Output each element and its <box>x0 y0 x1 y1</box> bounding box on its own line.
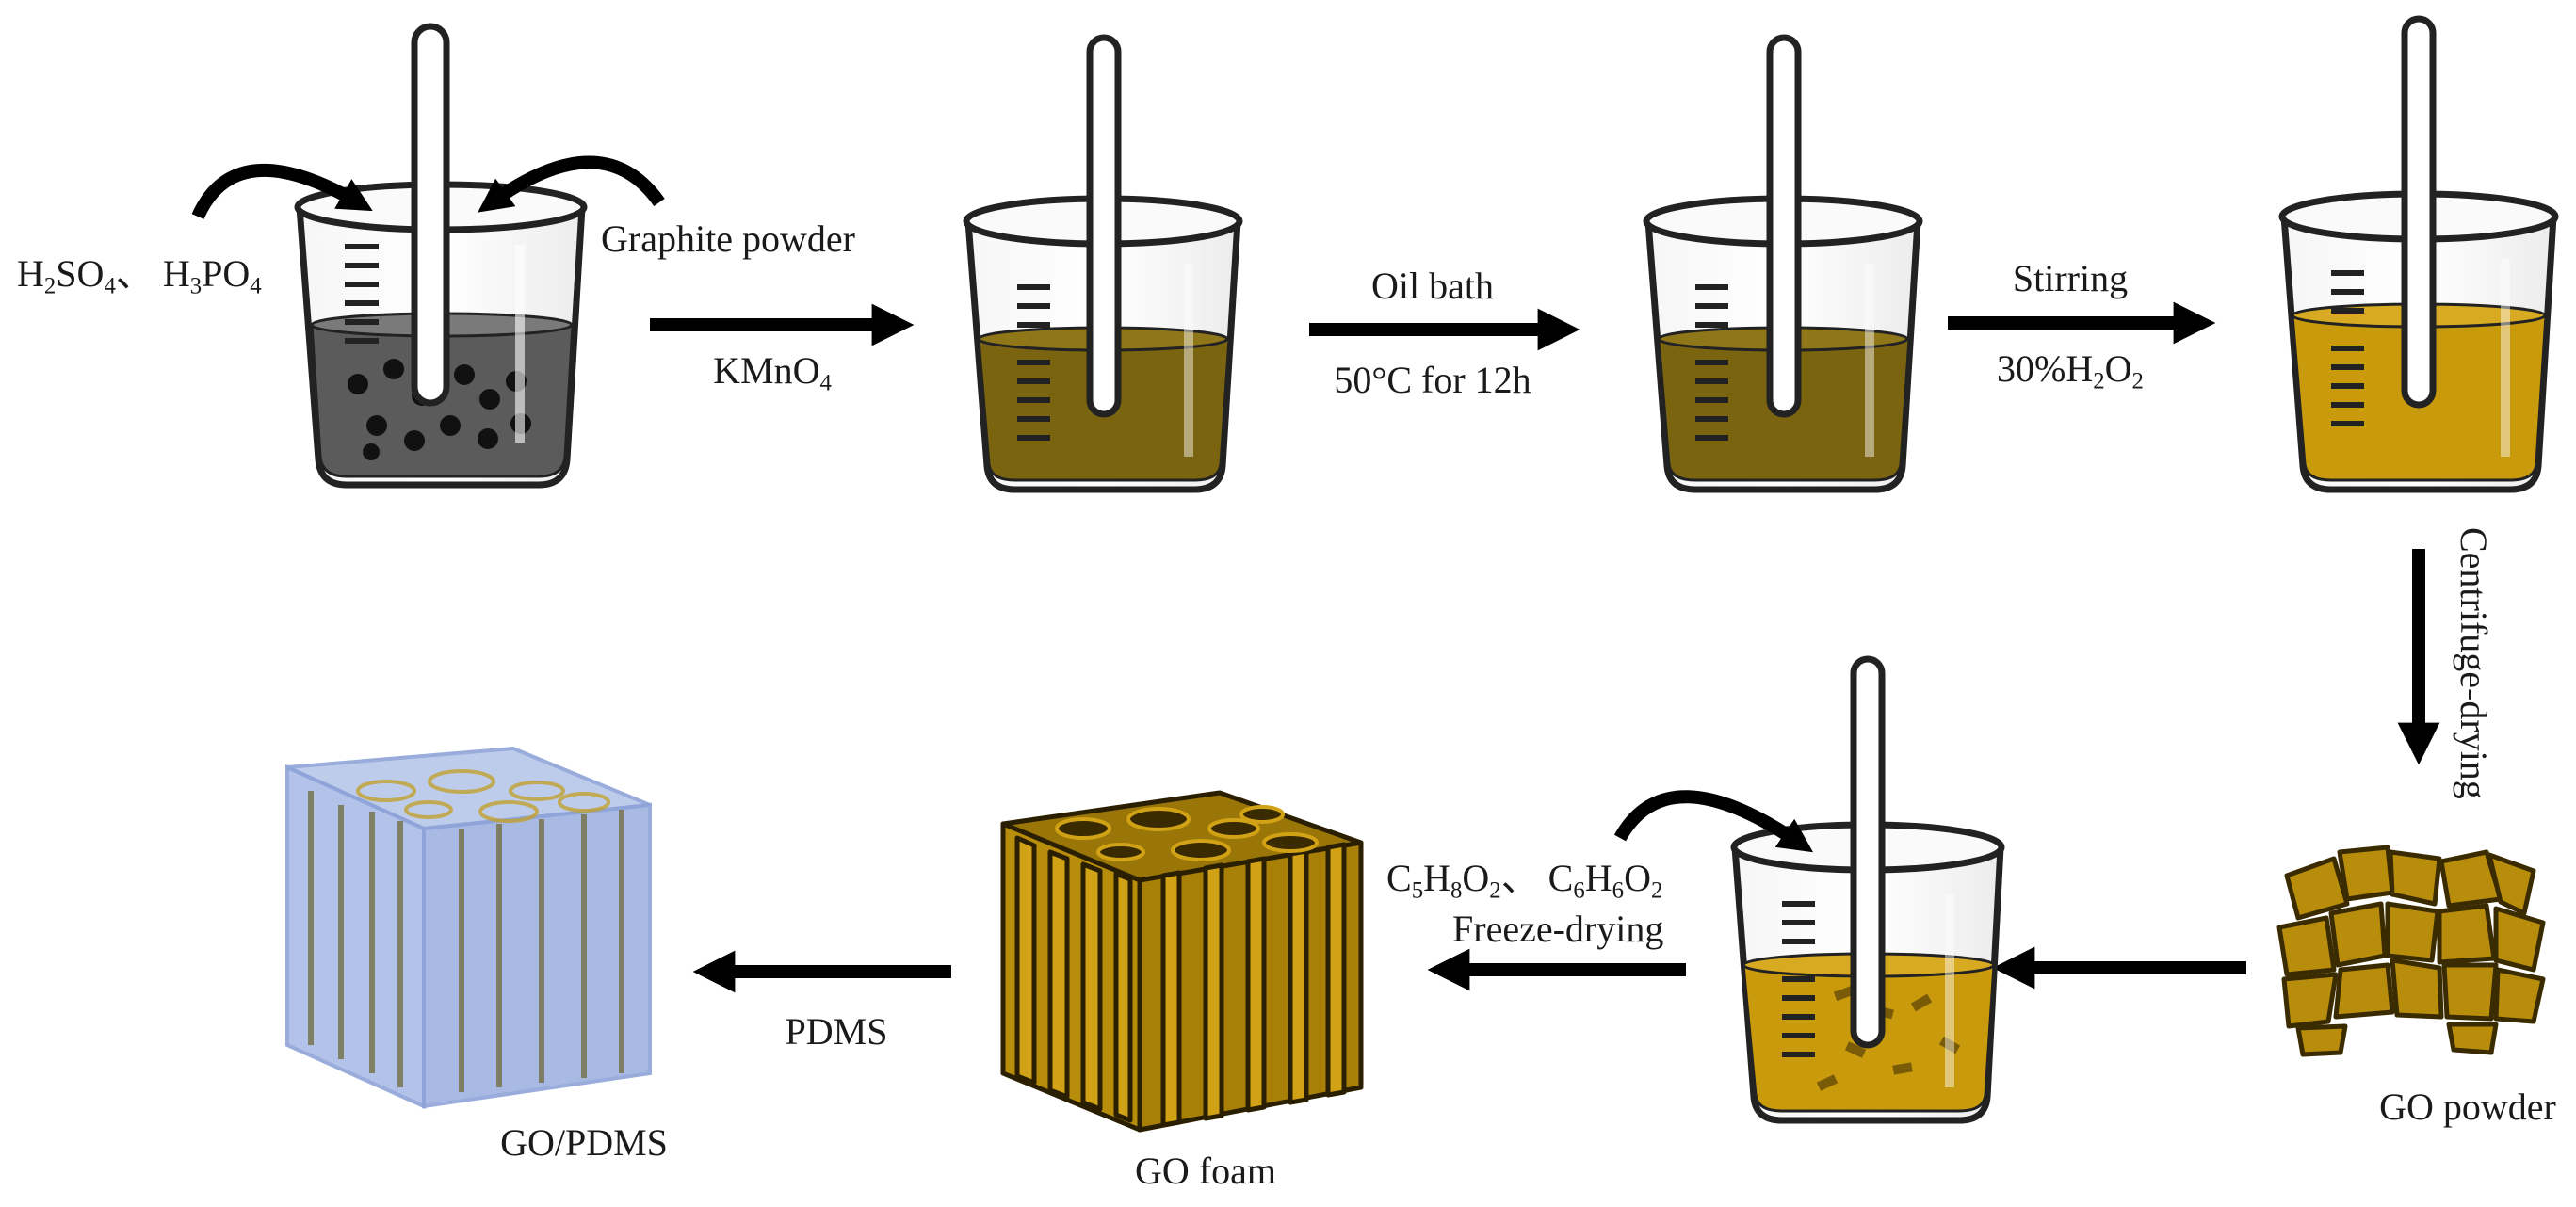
go-pdms-composite <box>285 746 652 1110</box>
beaker-additives <box>1730 655 2005 1124</box>
stirring-label: Stirring <box>2012 257 2129 299</box>
oil-bath-label: Oil bath <box>1371 265 1494 307</box>
beaker-h2o2 <box>2278 15 2559 493</box>
go-powder-label: GO powder <box>2379 1086 2556 1128</box>
freeze-drying-label: Freeze-drying <box>1452 908 1664 950</box>
centrifuge-drying-label: Centrifuge-drying <box>2453 527 2495 799</box>
additives-label: C5H8O2、 C6H6O2 <box>1386 857 1663 904</box>
go-foam <box>1000 790 1364 1133</box>
go-pdms-label: GO/PDMS <box>500 1121 668 1164</box>
go-foam-label: GO foam <box>1135 1150 1276 1192</box>
oil-bath-condition-label: 50°C for 12h <box>1334 359 1531 401</box>
go-powder-flakes <box>2276 845 2546 1057</box>
acids-curved-arrow <box>191 163 373 219</box>
kmno4-label: KMnO4 <box>713 349 832 396</box>
acids-label: H2SO4、 H3PO4 <box>17 252 262 299</box>
beaker-oxidation <box>963 34 1243 493</box>
graphite-curved-arrow <box>478 155 665 213</box>
beaker-graphite <box>294 23 588 489</box>
h2o2-label: 30%H2O2 <box>1997 347 2144 394</box>
pdms-label: PDMS <box>785 1010 888 1053</box>
additives-curved-arrow <box>1613 790 1814 853</box>
beaker-oil-bath <box>1643 34 1923 493</box>
graphite-powder-label: Graphite powder <box>601 217 855 260</box>
